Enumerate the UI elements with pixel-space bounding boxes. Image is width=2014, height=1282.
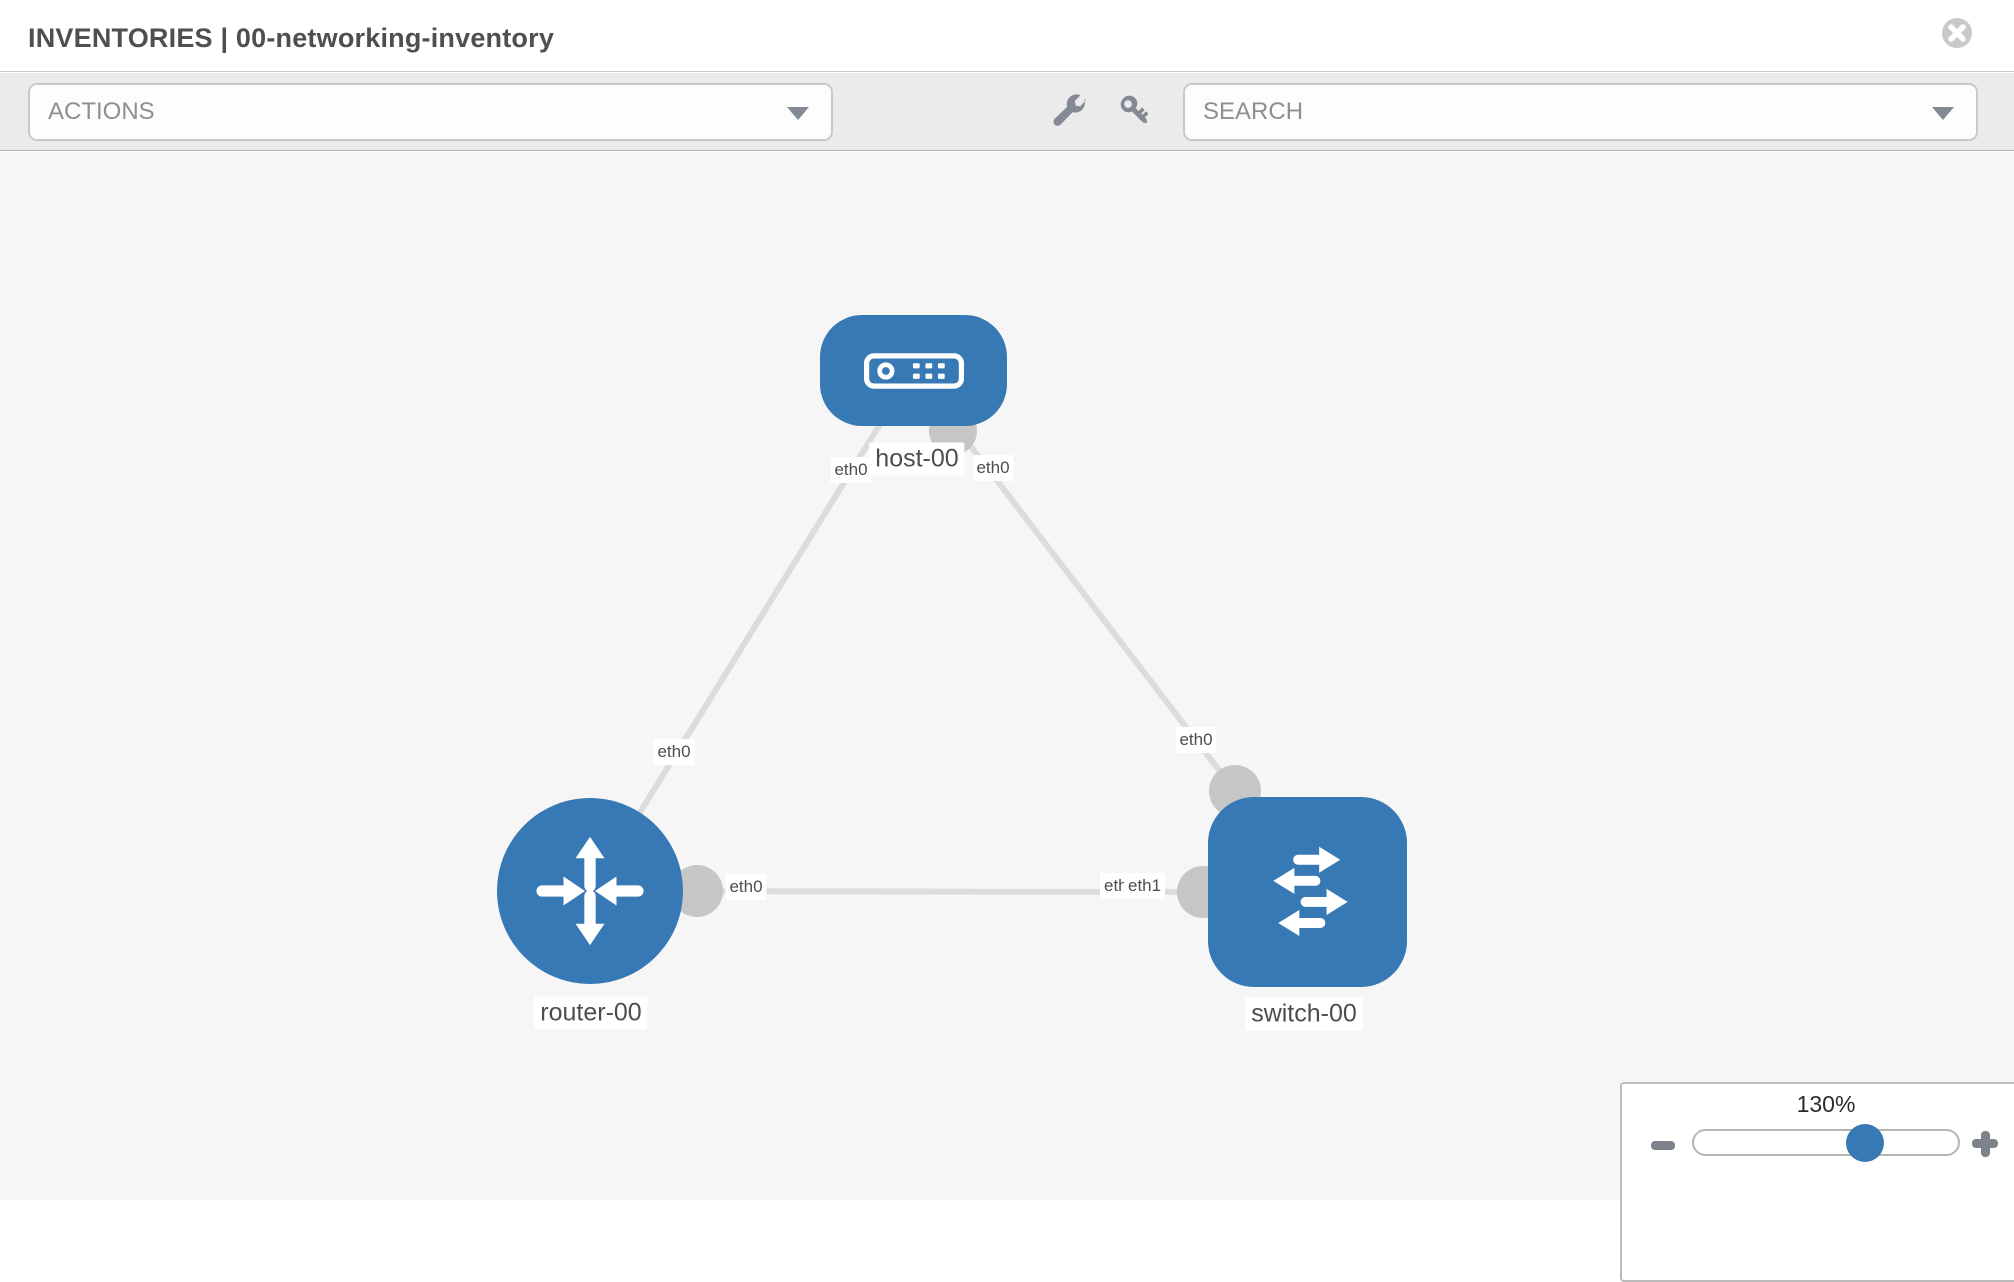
interface-label-host-left: eth0	[830, 457, 872, 483]
header: INVENTORIES | 00-networking-inventory	[0, 0, 2014, 72]
node-switch-00[interactable]	[1208, 797, 1407, 987]
topology-canvas[interactable]: host-00 router-00 switch-00 eth0 eth0 et…	[0, 152, 2014, 1282]
wrench-icon	[1053, 93, 1086, 126]
router-icon	[536, 836, 644, 946]
zoom-slider-track[interactable]	[1692, 1129, 1960, 1156]
actions-dropdown[interactable]: ACTIONS	[28, 83, 833, 141]
interface-label-router-right: eth0	[725, 874, 767, 900]
interface-label-router-top: eth0	[653, 739, 695, 765]
port-router-right	[671, 865, 723, 917]
key-icon	[1120, 95, 1149, 123]
interface-label-host-right: eth0	[972, 455, 1014, 481]
interface-label-switch-left: eth1	[1124, 873, 1166, 899]
search-dropdown[interactable]: SEARCH	[1183, 83, 1978, 141]
zoom-in-button[interactable]	[1968, 1126, 2002, 1160]
server-icon	[863, 352, 964, 389]
interface-label-switch-top: eth0	[1175, 727, 1217, 753]
node-label-router-00: router-00	[534, 996, 648, 1030]
close-icon	[1942, 18, 1972, 48]
node-host-00[interactable]	[820, 315, 1007, 426]
wrench-button[interactable]	[1046, 90, 1090, 134]
zoom-control-panel: 130%	[1620, 1082, 2014, 1282]
zoom-slider-handle[interactable]	[1846, 1124, 1884, 1162]
chevron-down-icon	[1932, 107, 1954, 120]
node-label-switch-00: switch-00	[1245, 997, 1363, 1031]
switch-icon	[1272, 846, 1348, 937]
actions-dropdown-label: ACTIONS	[48, 98, 155, 125]
search-dropdown-label: SEARCH	[1203, 98, 1304, 125]
zoom-out-button[interactable]	[1646, 1126, 1680, 1160]
chevron-down-icon	[787, 107, 809, 120]
node-label-host-00: host-00	[869, 442, 965, 476]
page-title: INVENTORIES | 00-networking-inventory	[28, 23, 555, 53]
minus-icon	[1651, 1141, 1675, 1150]
key-button[interactable]	[1113, 90, 1157, 134]
topology-edges	[587, 369, 1261, 918]
node-router-00[interactable]	[497, 798, 683, 984]
toolbar: ACTIONS SEARCH	[0, 73, 2014, 151]
zoom-level: 130%	[1796, 1091, 1856, 1117]
close-button[interactable]	[1941, 17, 1973, 49]
